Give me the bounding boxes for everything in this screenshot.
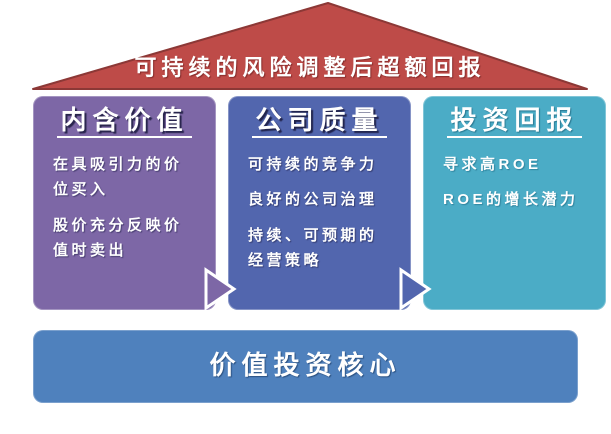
base-label: 价值投资核心	[209, 350, 402, 380]
pillar-title: 公司质量	[228, 105, 411, 138]
arrow-right-icon	[204, 267, 237, 311]
pillar-body: 寻求高ROE ROE的增长潜力	[423, 136, 606, 213]
roof-label: 可持续的风险调整后超额回报	[134, 55, 486, 80]
arrow-right-shape	[204, 267, 237, 311]
pillar-title-text: 公司质量	[252, 105, 387, 138]
pillar-body: 可持续的竞争力 良好的公司治理 持续、可预期的经营策略	[228, 136, 411, 274]
pillar-item: 良好的公司治理	[248, 191, 378, 209]
pillar-item: 寻求高ROE	[443, 155, 542, 173]
pillar-item: 持续、可预期的经营策略	[248, 226, 378, 270]
pillar-item: 股价充分反映价值时卖出	[53, 216, 183, 260]
pillar-company-quality: 公司质量 可持续的竞争力 良好的公司治理 持续、可预期的经营策略	[228, 96, 411, 310]
pillar-title-text: 投资回报	[447, 105, 582, 138]
pillar-item: 在具吸引力的价位买入	[53, 155, 183, 199]
pillar-body: 在具吸引力的价位买入 股价充分反映价值时卖出	[33, 136, 216, 264]
base-bar: 价值投资核心	[33, 330, 578, 403]
pillar-title: 内含价值	[33, 105, 216, 138]
pillar-intrinsic-value: 内含价值 在具吸引力的价位买入 股价充分反映价值时卖出	[33, 96, 216, 310]
arrow-right-icon	[399, 267, 432, 311]
pillar-investment-return: 投资回报 寻求高ROE ROE的增长潜力	[423, 96, 606, 310]
arrow-right-shape	[399, 267, 432, 311]
roof-triangle	[32, 2, 588, 90]
pillar-item: ROE的增长潜力	[443, 191, 579, 209]
roof-triangle-shape	[32, 2, 588, 90]
pillar-item: 可持续的竞争力	[248, 155, 378, 173]
pillar-title-text: 内含价值	[57, 105, 192, 138]
pillar-title: 投资回报	[423, 105, 606, 138]
